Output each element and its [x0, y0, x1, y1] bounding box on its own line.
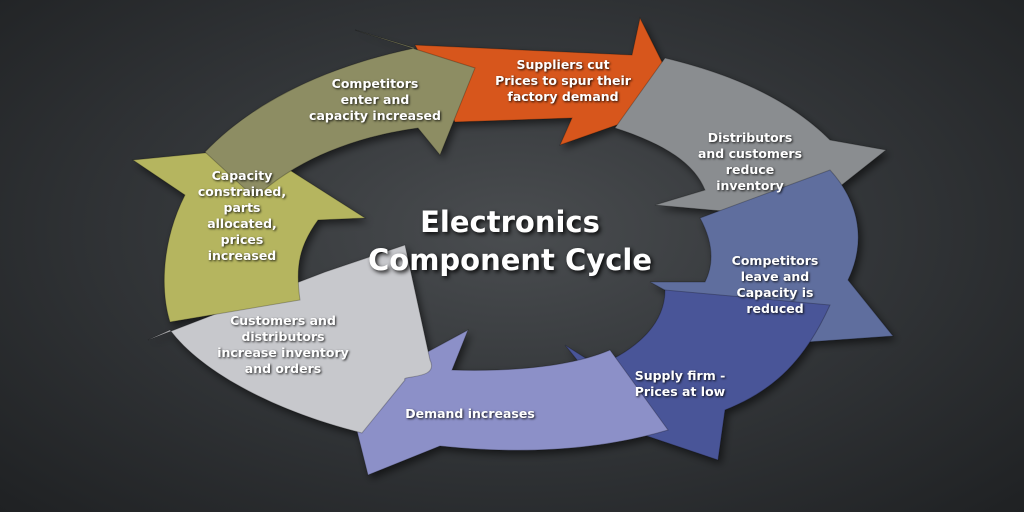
step-label-capacity-constrained: Capacity constrained, parts allocated, p… — [197, 168, 287, 263]
diagram-title: Electronics Component Cycle — [367, 205, 652, 277]
arrow-step-capacity-constrained — [131, 147, 367, 323]
step-label-reduce-inventory: Distributors and customers reduce invent… — [697, 130, 803, 193]
arrow-step-customers-increase-inventory — [147, 244, 433, 434]
step-label-customers-increase-inventory: Customers and distributors increase inve… — [217, 313, 349, 376]
step-label-competitors-leave: Competitors leave and Capacity is reduce… — [731, 253, 819, 316]
step-label-competitors-enter: Competitors enter and capacity increased — [309, 76, 441, 123]
arrow-step-competitors-enter — [204, 29, 476, 199]
step-label-suppliers-cut-prices: Suppliers cut Prices to spur their facto… — [495, 57, 631, 104]
step-label-demand-increases: Demand increases — [405, 406, 535, 421]
step-label-supply-firm: Supply firm - Prices at low — [634, 368, 726, 399]
